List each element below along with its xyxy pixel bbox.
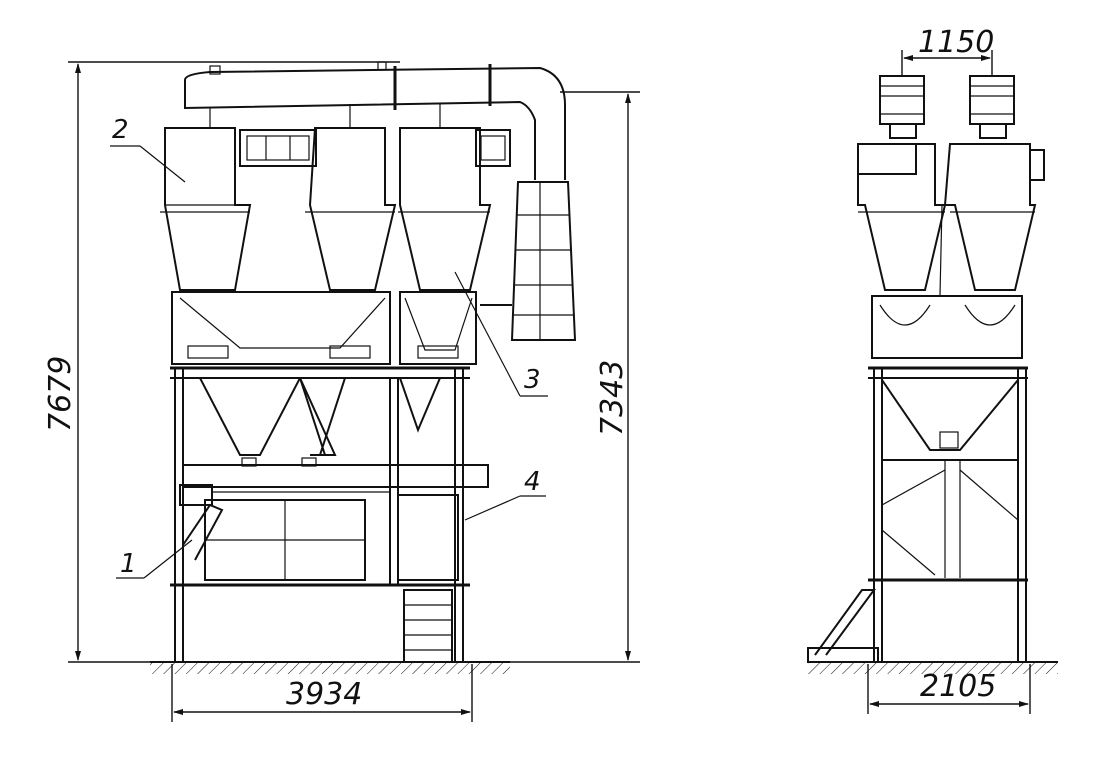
position-4: 4 — [464, 467, 546, 521]
side-view — [807, 75, 1058, 674]
side-cyclones — [857, 143, 1045, 296]
top-height-label: 7343 — [595, 360, 630, 436]
side-fan-right — [969, 75, 1015, 139]
dimension-total-height: 7679 — [43, 61, 400, 663]
side-ladder — [480, 181, 577, 341]
position-3: 3 — [454, 271, 548, 397]
cyclone-right — [398, 104, 492, 291]
position-2-label: 2 — [112, 115, 129, 145]
inlet-box-left — [239, 129, 317, 167]
side-fan-left — [879, 75, 925, 139]
side-lower-structure — [807, 368, 1028, 663]
cyclone-left — [160, 108, 252, 291]
position-1: 1 — [116, 539, 193, 579]
upper-frame — [171, 291, 477, 365]
total-height-label: 7679 — [43, 356, 78, 432]
top-spacing-label: 1150 — [918, 25, 994, 60]
dimension-side-width: 2105 — [867, 664, 1031, 714]
inlet-box-right — [475, 129, 511, 167]
front-width-label: 3934 — [286, 677, 362, 712]
front-view — [150, 61, 577, 674]
side-width-label: 2105 — [920, 669, 996, 704]
position-3-label: 3 — [524, 365, 541, 395]
position-1-label: 1 — [120, 549, 137, 579]
top-duct — [184, 61, 566, 180]
position-labels: 2 3 4 1 — [110, 115, 548, 579]
dimension-top-height: 7343 — [510, 91, 640, 663]
side-upper-frame — [868, 295, 1028, 379]
position-2: 2 — [110, 115, 186, 183]
cyclone-middle — [305, 104, 397, 291]
dimension-top-spacing: 1150 — [901, 25, 994, 76]
front-ground — [150, 661, 510, 674]
dimension-front-width: 3934 — [171, 664, 473, 722]
main-structure — [170, 366, 489, 663]
position-4-label: 4 — [524, 467, 541, 497]
